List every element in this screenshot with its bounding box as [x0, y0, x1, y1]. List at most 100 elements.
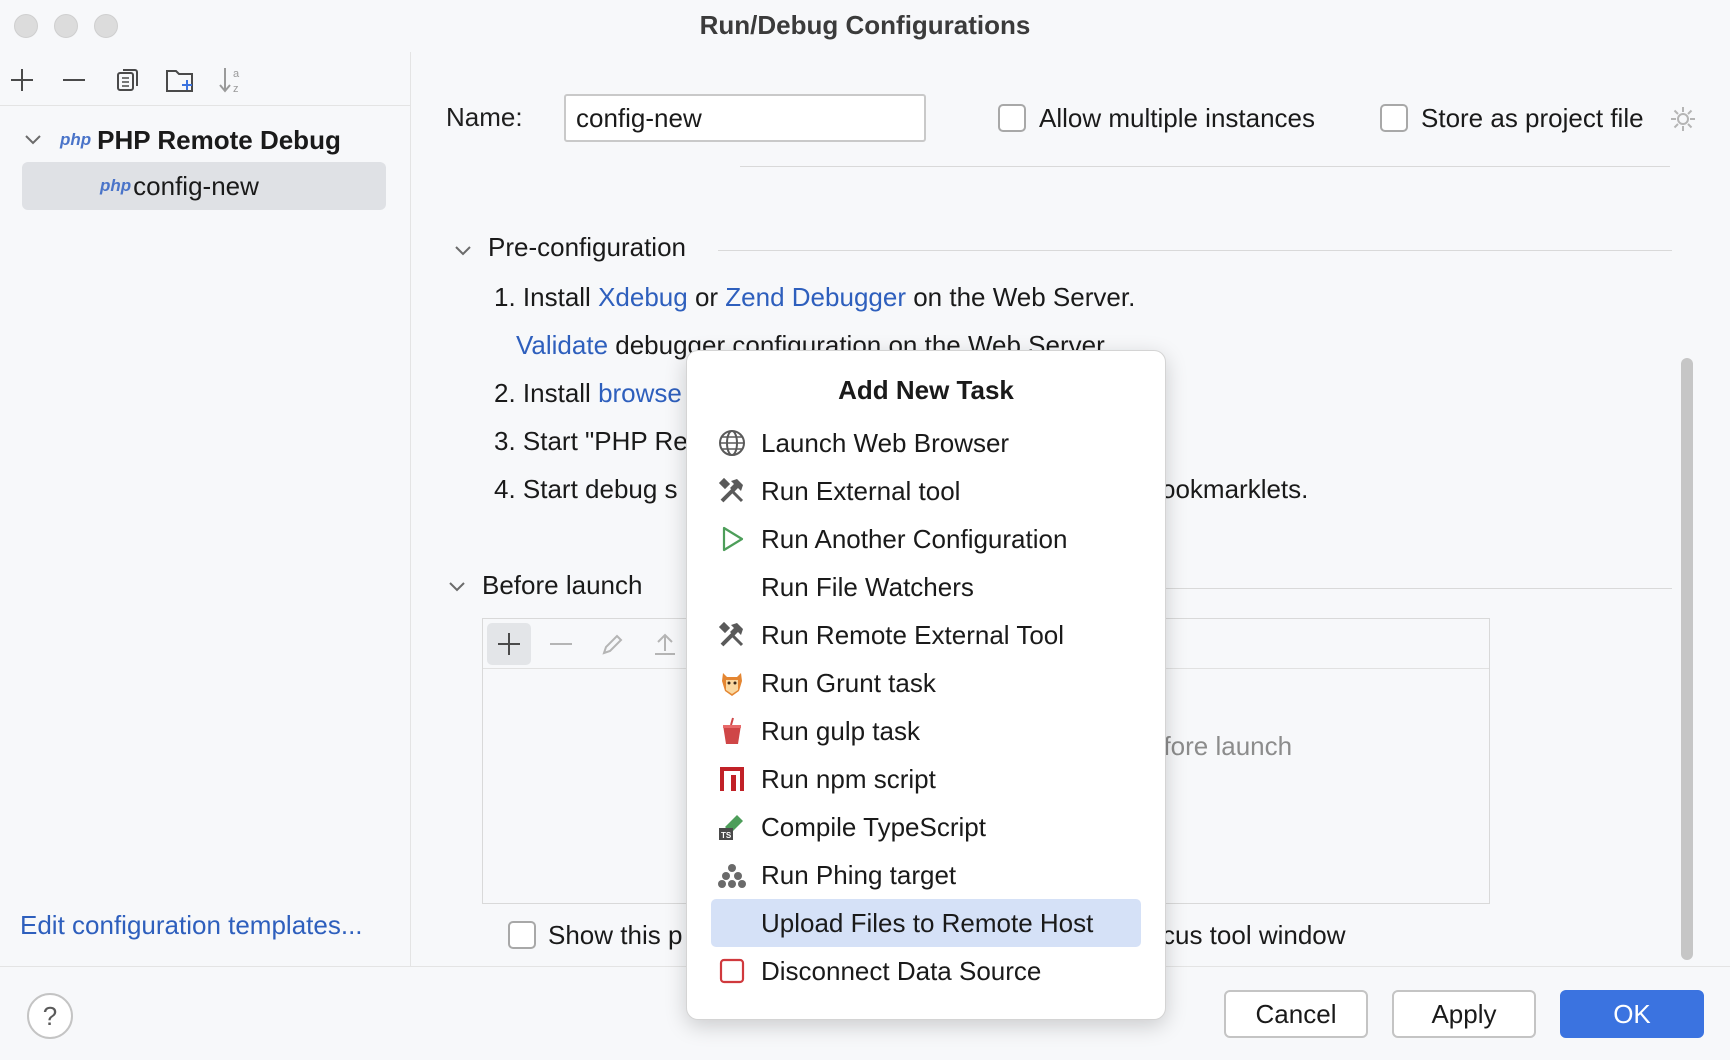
- menu-item-label: Upload Files to Remote Host: [761, 907, 1094, 938]
- show-page-checkbox[interactable]: [508, 921, 536, 949]
- ok-button[interactable]: OK: [1560, 990, 1704, 1038]
- step-4-suffix: ookmarklets.: [1161, 474, 1309, 504]
- move-up-icon[interactable]: [643, 623, 687, 665]
- add-new-task-popup: Add New Task Launch Web Browser Run Exte…: [686, 350, 1166, 1020]
- new-folder-icon[interactable]: [164, 64, 196, 96]
- run-triangle-icon: [715, 522, 749, 556]
- svg-text:a: a: [233, 68, 240, 80]
- menu-item-label: Run Remote External Tool: [761, 619, 1065, 650]
- php-debug-icon: php: [60, 130, 92, 149]
- globe-icon: [715, 426, 749, 460]
- name-input[interactable]: config-new: [564, 94, 926, 142]
- gear-icon[interactable]: [1668, 104, 1698, 134]
- step-1: 1. Install Xdebug or Zend Debugger on th…: [494, 282, 1135, 313]
- grunt-icon: [715, 666, 749, 700]
- chevron-down-icon[interactable]: [452, 240, 474, 262]
- edit-icon[interactable]: [591, 623, 635, 665]
- allow-multiple-label: Allow multiple instances: [1039, 103, 1316, 133]
- menu-item-label: Run gulp task: [761, 715, 920, 746]
- tree-group-php-remote-debug[interactable]: php PHP Remote Debug: [22, 120, 341, 160]
- scrollbar[interactable]: [1681, 358, 1693, 960]
- menu-item-compile-typescript[interactable]: TS Compile TypeScript: [711, 803, 1141, 851]
- show-page-label: Show this p: [548, 920, 683, 950]
- before-launch-separator: [1158, 588, 1672, 589]
- preconfiguration-title: Pre-configuration: [488, 232, 686, 262]
- minimize-window-button[interactable]: [54, 14, 78, 38]
- add-icon[interactable]: [487, 623, 531, 665]
- validate-link[interactable]: Validate: [516, 330, 609, 360]
- step-3: 3. Start "PHP Re: [494, 426, 688, 456]
- menu-item-run-remote-external-tool[interactable]: Run Remote External Tool: [711, 611, 1141, 659]
- name-label: Name:: [446, 102, 523, 132]
- step-2-prefix: 2. Install: [494, 378, 599, 408]
- before-launch-empty-text: efore launch: [1149, 731, 1293, 761]
- add-icon[interactable]: [6, 64, 38, 96]
- cancel-button[interactable]: Cancel: [1224, 990, 1368, 1038]
- step-1-suffix: on the Web Server.: [905, 282, 1136, 312]
- typescript-compile-icon: TS: [715, 810, 749, 844]
- step-4: 4. Start debug s: [494, 474, 678, 504]
- tools-icon: [715, 474, 749, 508]
- stop-square-icon: [715, 954, 749, 988]
- tools-icon: [715, 618, 749, 652]
- name-separator: [740, 166, 1670, 167]
- svg-text:z: z: [233, 83, 239, 95]
- blank-icon: [715, 570, 749, 604]
- preconfiguration-separator: [718, 250, 1672, 251]
- menu-item-run-grunt-task[interactable]: Run Grunt task: [711, 659, 1141, 707]
- copy-icon[interactable]: [112, 64, 144, 96]
- store-project-checkbox[interactable]: [1380, 104, 1408, 132]
- menu-item-run-phing-target[interactable]: Run Phing target: [711, 851, 1141, 899]
- remove-icon[interactable]: [58, 64, 90, 96]
- menu-item-label: Disconnect Data Source: [761, 955, 1042, 986]
- menu-item-launch-web-browser[interactable]: Launch Web Browser: [711, 419, 1141, 467]
- window-title: Run/Debug Configurations: [699, 10, 1031, 40]
- xdebug-link[interactable]: Xdebug: [598, 282, 688, 312]
- store-project-label: Store as project file: [1421, 103, 1644, 133]
- allow-multiple-checkbox[interactable]: [998, 104, 1026, 132]
- tree-group-label: PHP Remote Debug: [97, 124, 341, 155]
- help-button[interactable]: ?: [27, 993, 73, 1039]
- show-page-label-tail: cus tool window: [1162, 920, 1346, 950]
- step-1-or: or: [687, 282, 726, 312]
- gulp-icon: [715, 714, 749, 748]
- edit-templates-link[interactable]: Edit configuration templates...: [20, 910, 363, 940]
- menu-item-label: Compile TypeScript: [761, 811, 986, 842]
- npm-icon: [715, 762, 749, 796]
- menu-item-label: Run npm script: [761, 763, 936, 794]
- menu-item-disconnect-data-source[interactable]: Disconnect Data Source: [711, 947, 1141, 995]
- browser-extension-link[interactable]: browse: [598, 378, 682, 408]
- menu-item-label: Run Grunt task: [761, 667, 936, 698]
- popup-title: Add New Task: [838, 375, 1014, 405]
- chevron-down-icon[interactable]: [446, 576, 468, 598]
- php-debug-icon: php: [100, 176, 132, 195]
- menu-item-run-external-tool[interactable]: Run External tool: [711, 467, 1141, 515]
- remove-icon[interactable]: [539, 623, 583, 665]
- menu-item-label: Run Phing target: [761, 859, 957, 890]
- close-window-button[interactable]: [14, 14, 38, 38]
- apply-button[interactable]: Apply: [1392, 990, 1536, 1038]
- menu-item-run-npm-script[interactable]: Run npm script: [711, 755, 1141, 803]
- chevron-down-icon[interactable]: [22, 129, 44, 151]
- zoom-window-button[interactable]: [94, 14, 118, 38]
- menu-item-label: Run External tool: [761, 475, 961, 506]
- zend-debugger-link[interactable]: Zend Debugger: [725, 282, 906, 312]
- svg-text:TS: TS: [721, 831, 732, 840]
- tree-item-label: config-new: [133, 170, 259, 201]
- phing-icon: [715, 858, 749, 892]
- menu-item-upload-files-to-remote-host[interactable]: Upload Files to Remote Host: [711, 899, 1141, 947]
- menu-item-run-file-watchers[interactable]: Run File Watchers: [711, 563, 1141, 611]
- menu-item-run-another-configuration[interactable]: Run Another Configuration: [711, 515, 1141, 563]
- before-launch-title: Before launch: [482, 570, 643, 600]
- blank-icon: [715, 906, 749, 940]
- step-1-prefix: 1. Install: [494, 282, 599, 312]
- menu-item-run-gulp-task[interactable]: Run gulp task: [711, 707, 1141, 755]
- step-2: 2. Install browse: [494, 378, 682, 409]
- menu-item-label: Launch Web Browser: [761, 427, 1010, 458]
- title-bar: Run/Debug Configurations: [0, 0, 1730, 52]
- tree-item-config-new[interactable]: php config-new: [22, 162, 386, 210]
